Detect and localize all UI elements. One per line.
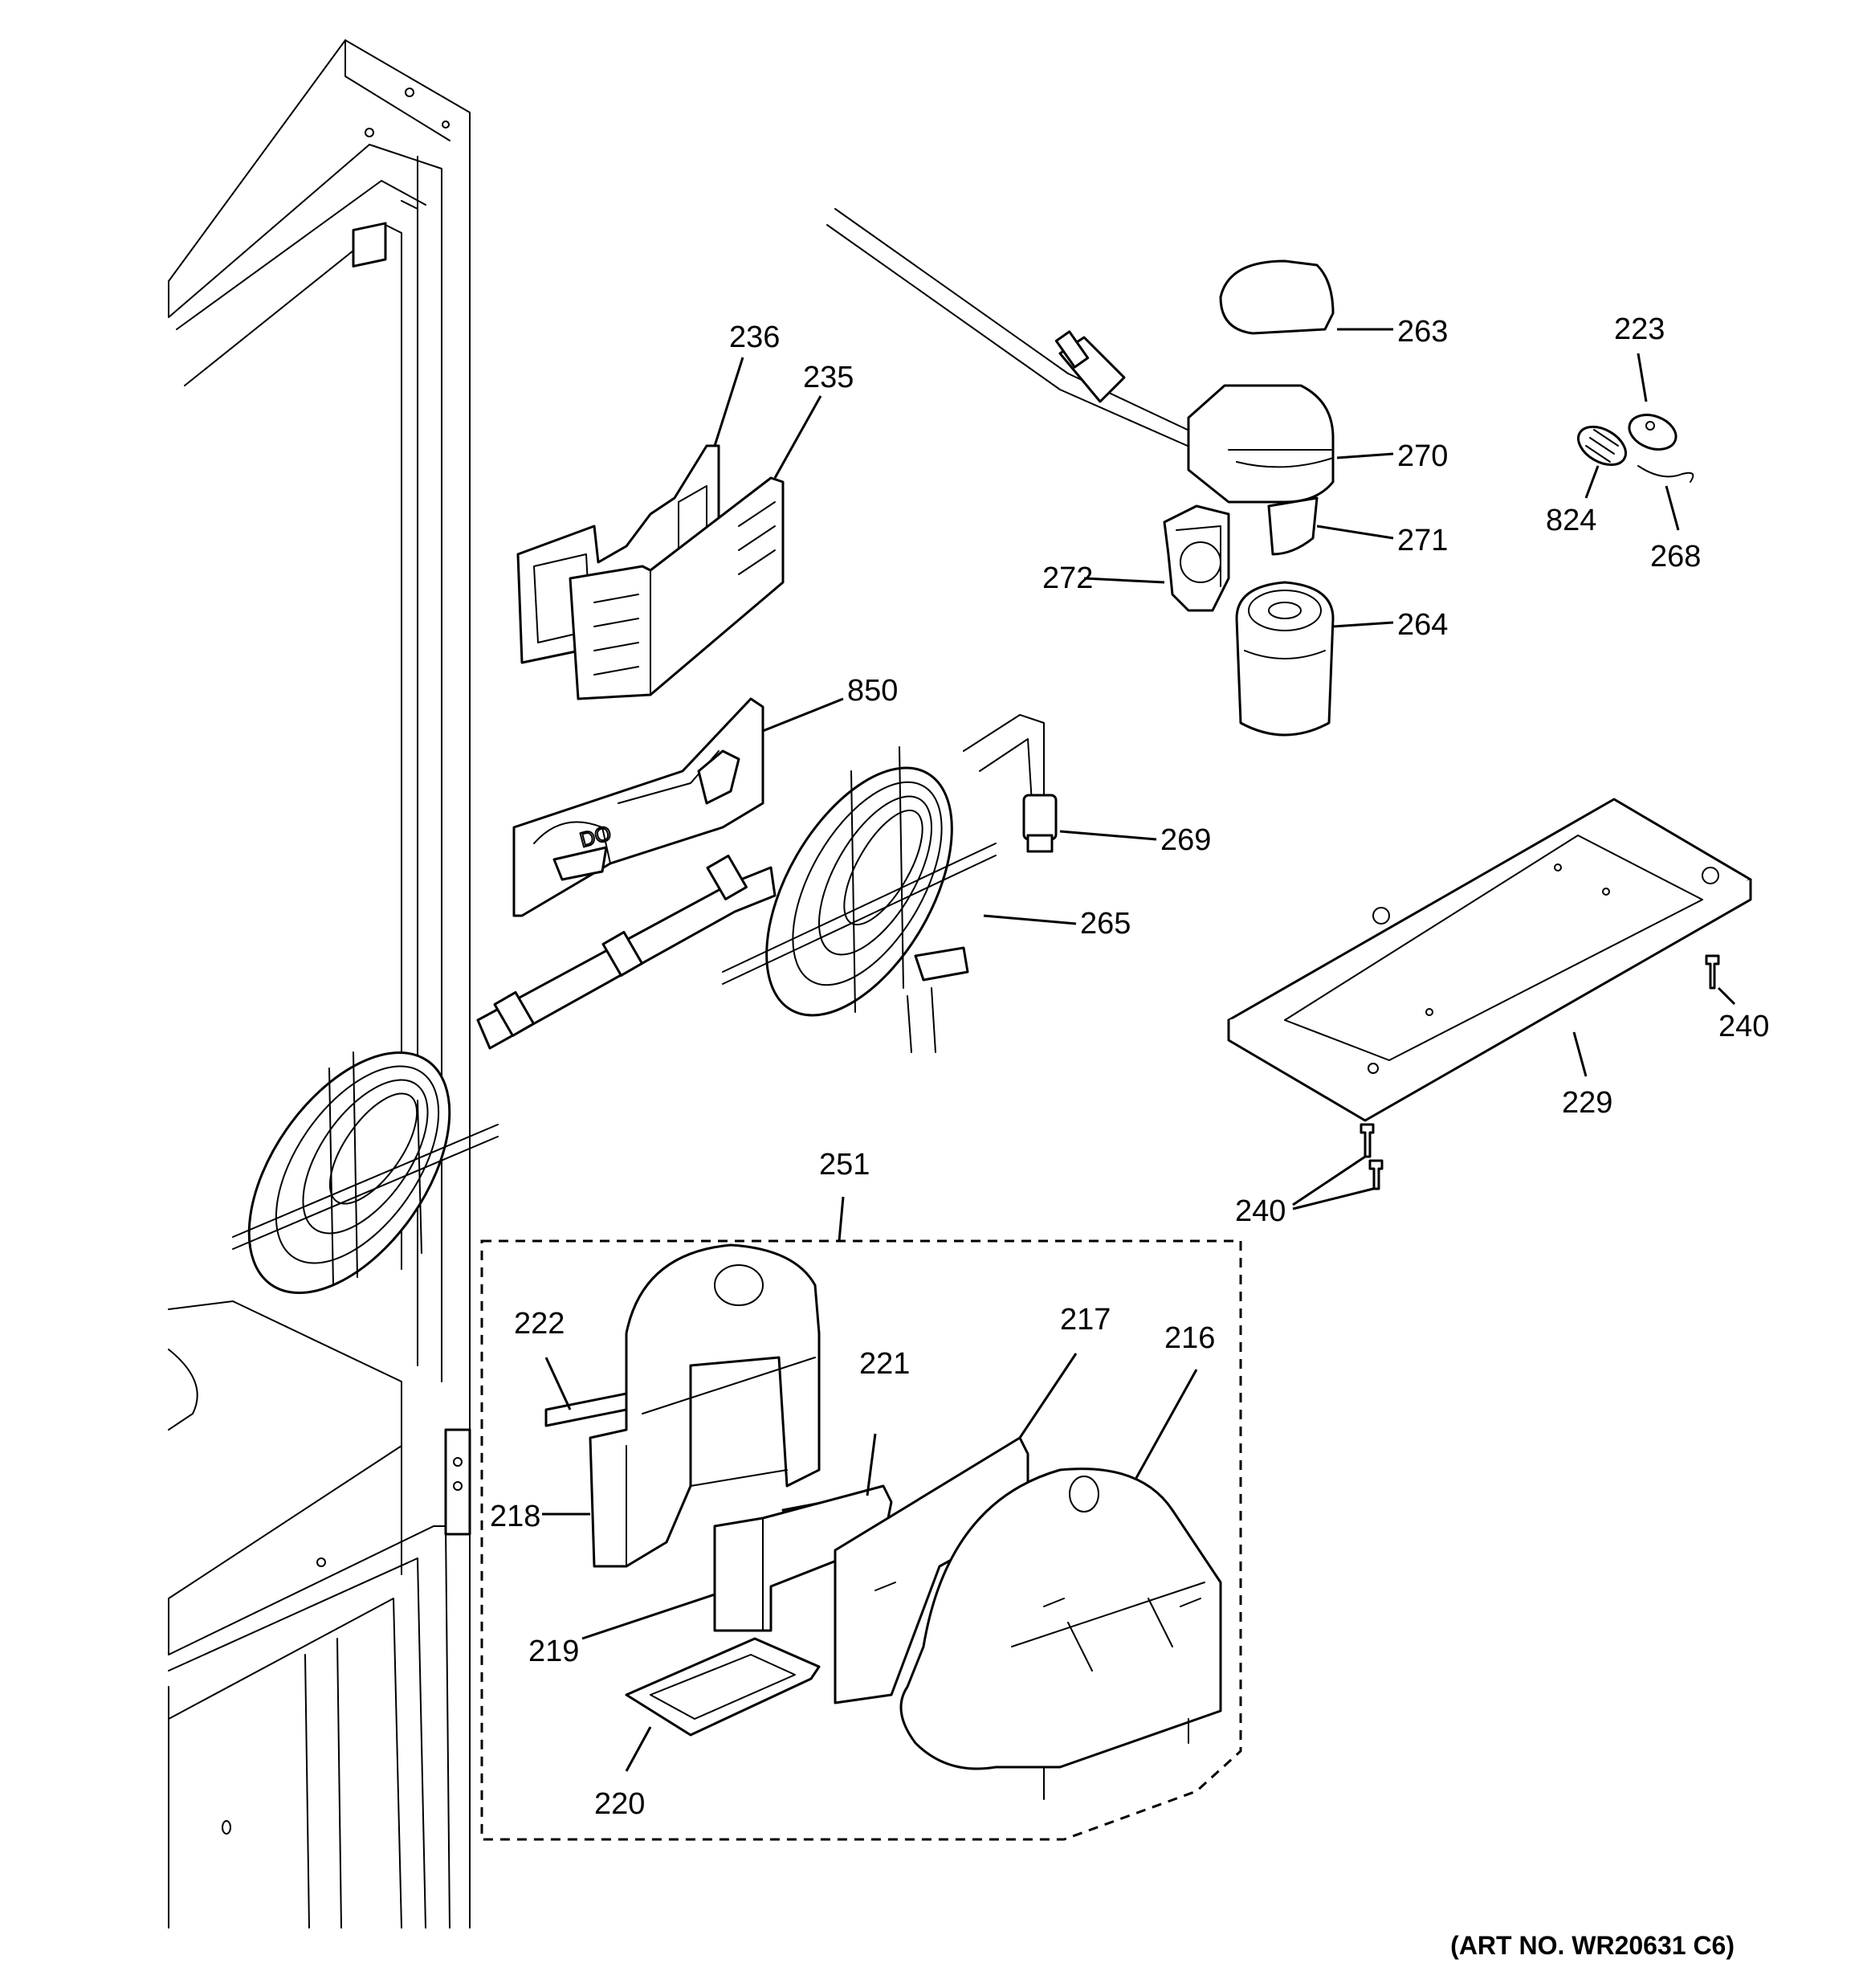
callout-222: 222 [514, 1307, 565, 1341]
callout-229: 229 [1562, 1086, 1612, 1120]
callout-264: 264 [1397, 608, 1448, 642]
filter-bracket-272 [1163, 504, 1230, 612]
callout-240-lower: 240 [1235, 1194, 1286, 1228]
coil-right [722, 746, 997, 1053]
grommet-824 [1577, 425, 1627, 467]
callout-235: 235 [803, 361, 854, 394]
water-filter-264 [1235, 581, 1335, 737]
callout-216: 216 [1164, 1321, 1215, 1355]
callout-251: 251 [819, 1148, 870, 1182]
cover-216 [899, 1468, 1222, 1800]
callout-223: 223 [1614, 312, 1665, 346]
callout-850: 850 [847, 674, 898, 708]
screw-240-lower-a [1360, 1123, 1375, 1158]
callout-217: 217 [1060, 1303, 1111, 1337]
callout-265: 265 [1080, 907, 1131, 941]
callout-labels: 236 235 850 263 270 271 272 264 223 824 … [490, 312, 1769, 1960]
coil-left [232, 1051, 499, 1295]
screw-240-lower-b [1368, 1159, 1384, 1190]
fitting-269 [1022, 794, 1058, 853]
bracket-850: DO [512, 697, 764, 917]
tray-229 [1227, 798, 1752, 1122]
callout-268: 268 [1650, 540, 1701, 574]
filter-head-270 [1187, 384, 1335, 504]
callout-263: 263 [1397, 315, 1448, 349]
callout-221: 221 [859, 1347, 910, 1381]
refrigerator-cabinet [168, 39, 471, 1929]
callout-220: 220 [594, 1787, 645, 1821]
screw-240-right [1705, 954, 1720, 990]
art-number: (ART NO. WR20631 C6) [1450, 1931, 1735, 1960]
callout-219: 219 [528, 1635, 579, 1668]
callout-269: 269 [1160, 823, 1211, 857]
insulator-223 [1628, 414, 1678, 451]
callout-272: 272 [1042, 561, 1093, 595]
wire-268 [1637, 465, 1694, 483]
strip-222 [544, 1392, 628, 1427]
filter-cover-263 [1219, 259, 1335, 335]
callout-240-right: 240 [1718, 1010, 1769, 1043]
callout-271: 271 [1397, 524, 1448, 557]
callout-236: 236 [729, 320, 780, 354]
gasket-220 [625, 1637, 821, 1737]
leader-lines [542, 328, 1736, 1772]
callout-824: 824 [1546, 504, 1596, 537]
housing-218 [589, 1243, 821, 1568]
callout-270: 270 [1397, 439, 1448, 473]
air-diffuser-235 [569, 476, 785, 700]
callout-218: 218 [490, 1500, 540, 1533]
tubing-assembly-265 [232, 208, 1205, 1295]
filter-bypass-271 [1267, 496, 1319, 556]
kit-251-outline [480, 1239, 1242, 1841]
